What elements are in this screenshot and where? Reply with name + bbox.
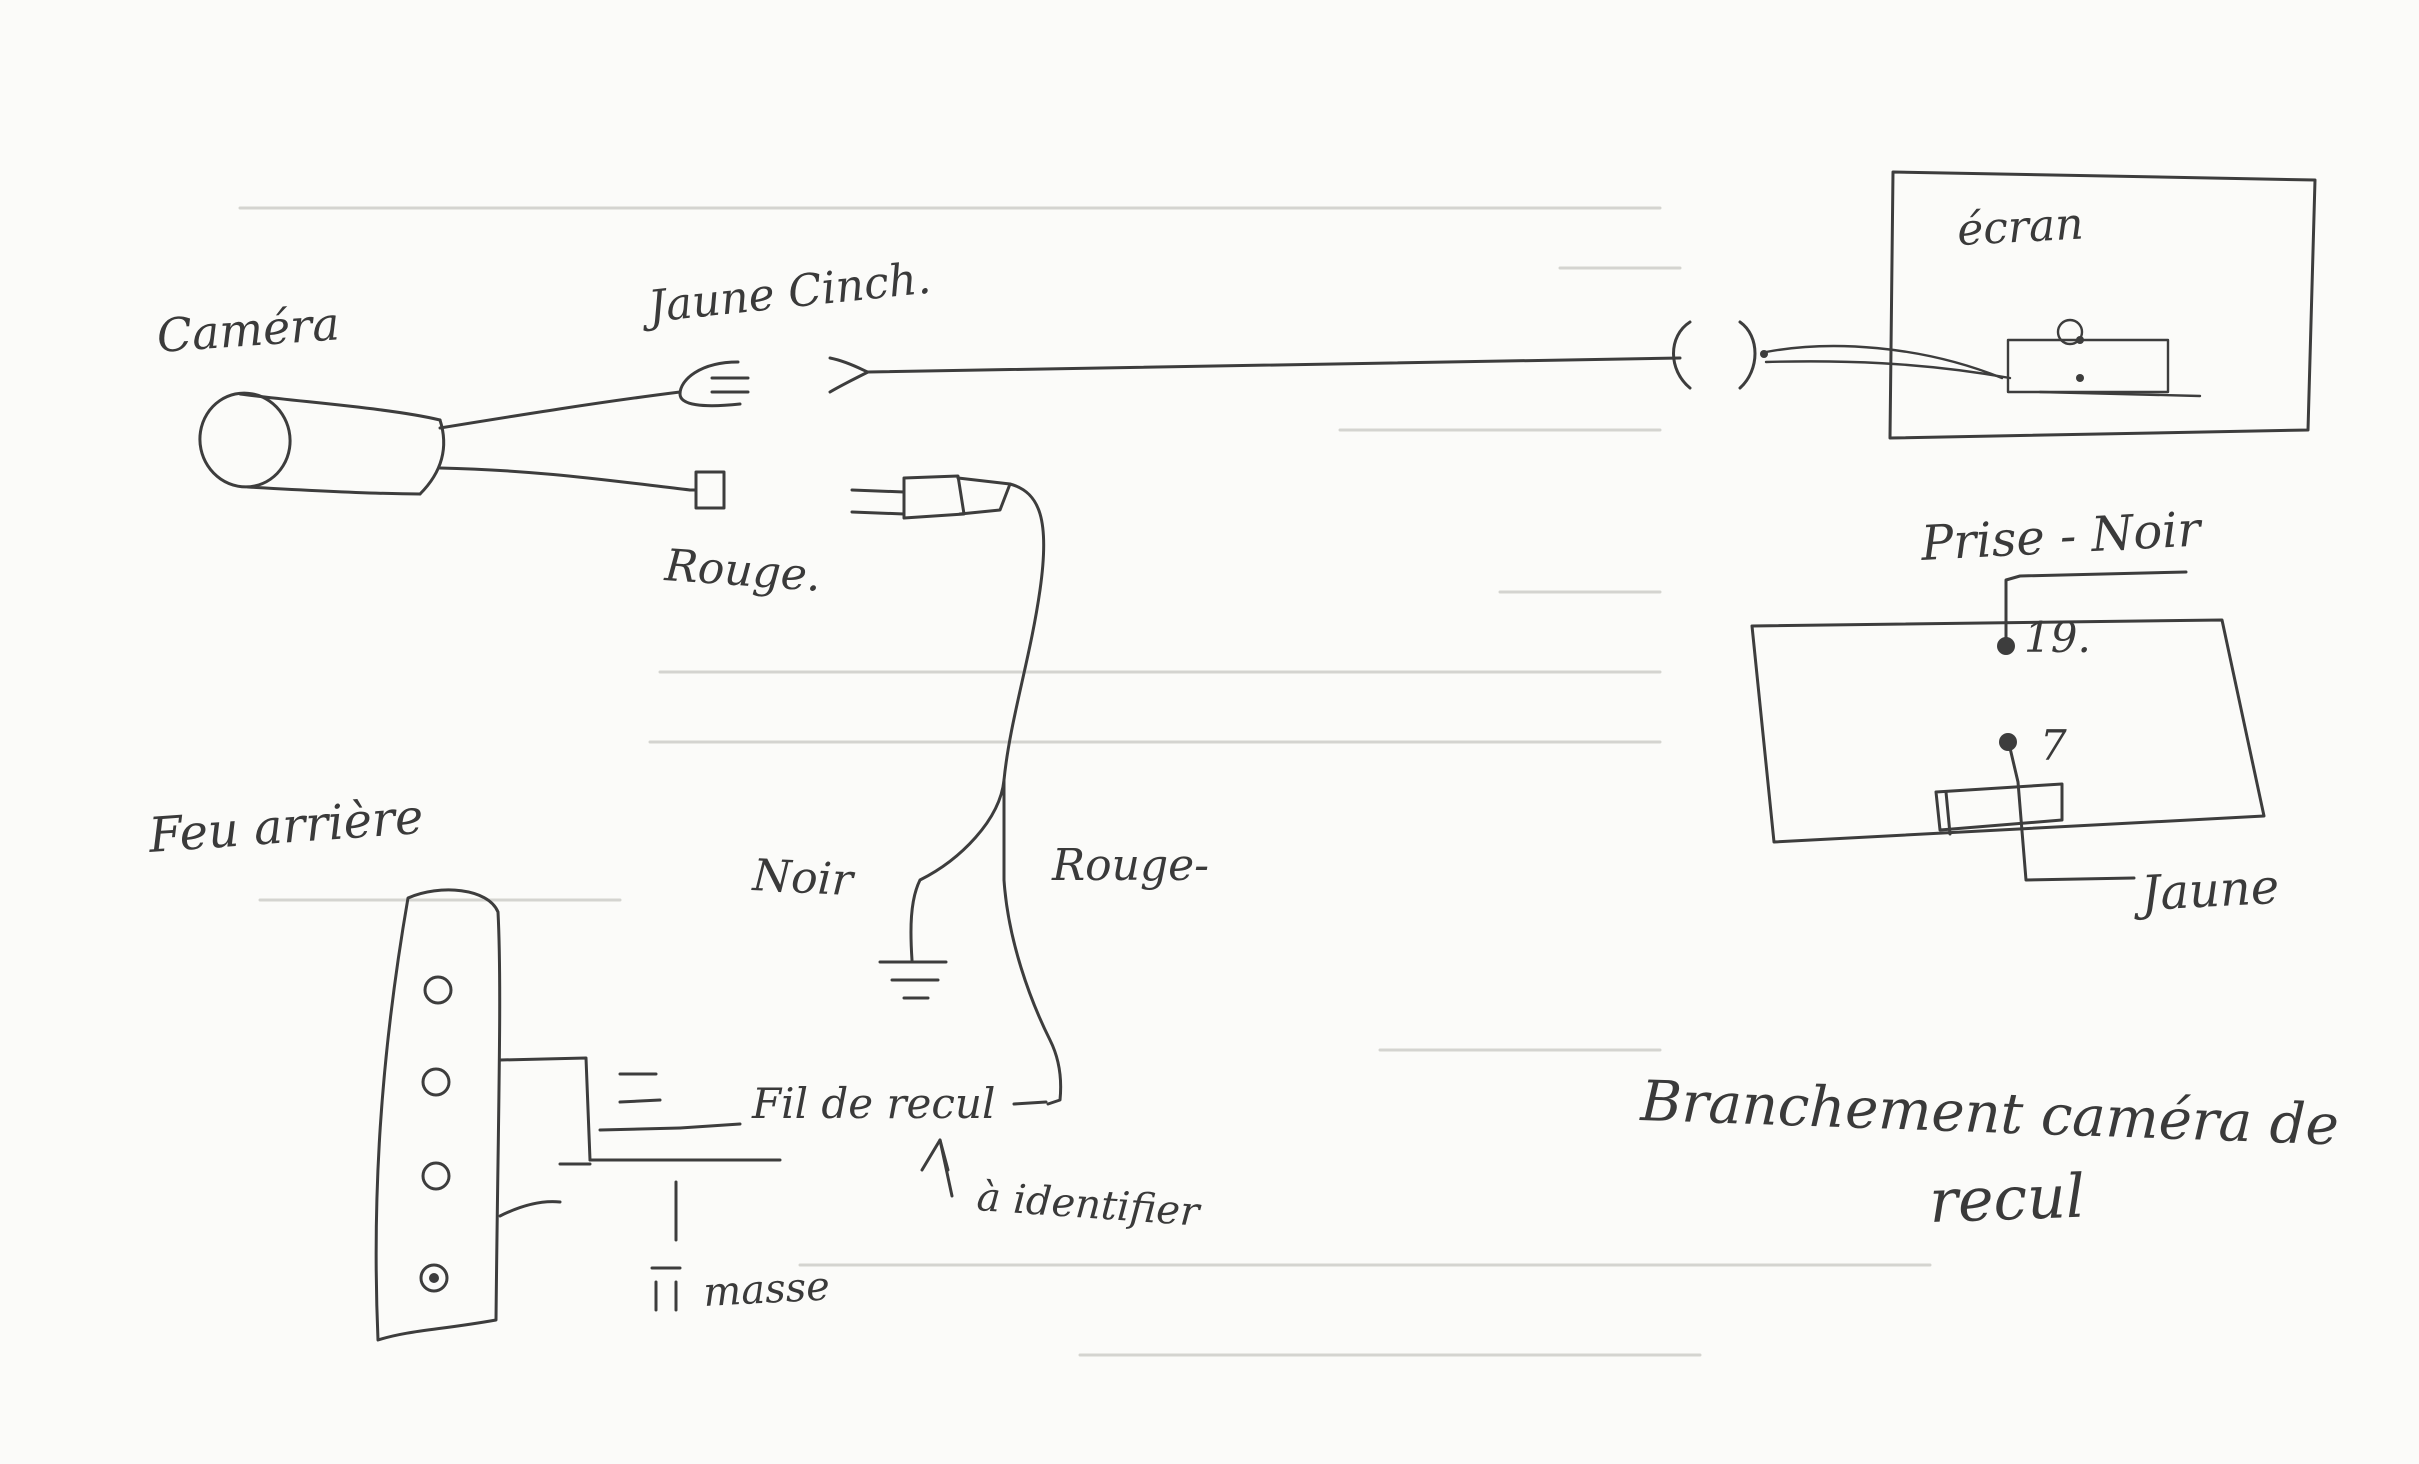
diagram-title-line2: recul [1928,1162,2086,1237]
prise-noir-lead [2004,570,2188,646]
tail-light-wires [558,1072,782,1242]
tail-light-icon [374,888,592,1342]
fil-de-recul-connector [1012,1100,1048,1106]
jaune-label: Jaune [2131,859,2281,923]
prise-noir-label: Prise - Noir [1919,501,2205,572]
rouge-top-label: Rouge. [662,540,822,602]
screen-box [1888,170,2317,440]
fil-de-recul-label: Fil de recul [751,1079,995,1128]
red-wire [1002,778,1063,1106]
black-wire [909,778,1006,962]
noir-label: Noir [750,850,857,906]
diagram-title-line1: Branchement caméra de [1639,1069,2340,1158]
prise-connector-box [1750,618,2266,882]
masse-ground-icon [650,1266,682,1312]
masse-label: masse [702,1263,831,1316]
pin-19-label: 19. [2024,613,2091,662]
feu-arriere-label: Feu arrière [146,789,425,864]
rouge-mid-label: Rouge- [1051,840,1209,891]
ground-symbol-icon [878,960,948,1000]
camera-video-cable [438,390,682,430]
camera-icon [198,391,446,496]
a-identifier-label: à identifier [975,1174,1203,1236]
ecran-label: écran [1956,198,2085,256]
jaune-cinch-label: Jaune Cinch. [638,253,933,334]
pin-7-label: 7 [2040,721,2067,770]
camera-label: Caméra [155,296,341,363]
cinch-connector-icon [678,356,1682,408]
bleed-through-marks [238,206,1932,1357]
camera-power-cable [438,466,692,492]
harness-plug-icon [850,474,1046,782]
arrow-up-icon [920,1138,954,1198]
screen-cinch-plug-icon [1672,320,2012,390]
red-connector-icon [688,470,726,510]
